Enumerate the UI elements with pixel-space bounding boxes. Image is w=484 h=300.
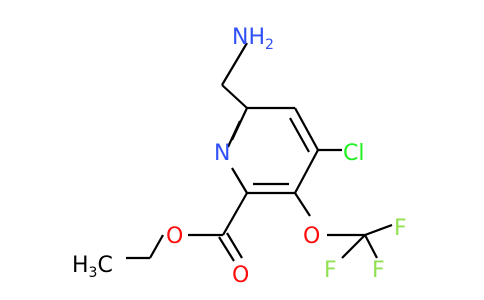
carbonyl-oxygen-label: O — [232, 263, 249, 288]
bond-cf3-f3 — [364, 234, 378, 259]
methyl-c: C — [97, 253, 112, 278]
methyl-subscript: 3 — [89, 265, 98, 281]
bond-c3-o — [294, 192, 311, 217]
fluorine-2-label: F — [324, 258, 337, 283]
fluorine-3-label: F — [372, 258, 385, 283]
bond-c5-c4-outer — [294, 107, 319, 151]
amine-label: NH2 — [232, 25, 274, 53]
bond-c7-o-carbonyl-a — [218, 236, 235, 262]
ester-oxygen-label: O — [166, 224, 183, 249]
amine-text: NH — [232, 25, 265, 50]
bond-cf3-f2 — [341, 234, 366, 259]
bond-ch2-c6 — [221, 84, 248, 109]
bond-n-ch2 — [221, 42, 248, 86]
bond-c6-n1-inner — [227, 120, 241, 148]
bond-c5-c4-inner — [289, 117, 310, 153]
ether-oxygen-label: O — [303, 224, 320, 249]
bond-c7-o-carbonyl-b — [226, 232, 243, 259]
bond-c2-c7 — [222, 192, 248, 236]
bond-n1-c2 — [231, 167, 248, 194]
ring-nitrogen-label: N — [214, 141, 230, 166]
bond-c4-c3 — [294, 149, 319, 194]
bond-o-ch2 — [149, 234, 164, 259]
methyl-label: H3C — [72, 253, 113, 281]
methyl-h: H — [72, 253, 89, 278]
amine-subscript: 2 — [265, 37, 274, 53]
bonds — [126, 42, 393, 262]
bond-cf3-f1 — [364, 223, 393, 237]
chlorine-label: Cl — [343, 141, 364, 166]
atom-labels: NH2 N Cl O O O F F F H3C — [72, 25, 407, 288]
fluorine-1-label: F — [394, 216, 407, 241]
